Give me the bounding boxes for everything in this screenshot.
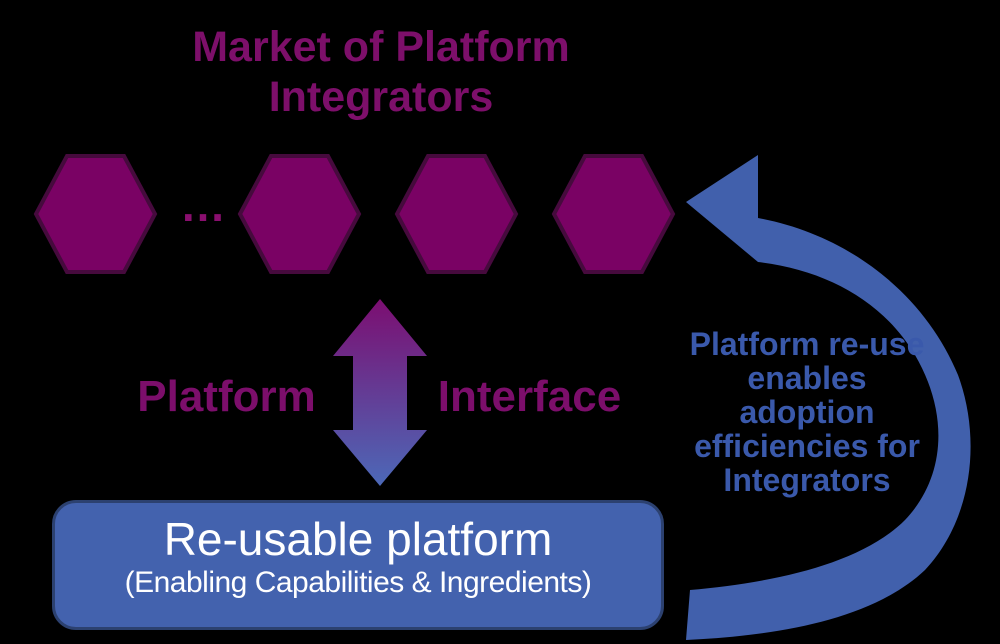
- integrator-hexagon-4: [551, 154, 676, 274]
- annotation-line: enables: [747, 360, 867, 396]
- integrator-hexagon-2: [237, 154, 362, 274]
- annotation-text: Platform re-use enables adoption efficie…: [657, 327, 957, 497]
- reusable-platform-box: Re-usable platform (Enabling Capabilitie…: [52, 500, 664, 630]
- page-title-line1: Market of Platform: [192, 23, 570, 71]
- annotation-line: Integrators: [723, 462, 891, 498]
- platform-label: Platform: [137, 372, 316, 421]
- interface-label: Interface: [437, 372, 622, 421]
- integrator-hexagon-1: [33, 154, 158, 274]
- platform-box-title: Re-usable platform: [163, 513, 553, 565]
- page-title-line2: Integrators: [268, 73, 494, 121]
- page-title: Market of Platform Integrators: [81, 22, 681, 122]
- ellipsis-dots: …: [180, 179, 228, 231]
- double-arrow-icon: [333, 299, 427, 486]
- annotation-line: Platform re-use: [689, 326, 925, 362]
- platform-box-subtitle: (Enabling Capabilities & Ingredients): [124, 566, 592, 599]
- annotation-line: efficiencies for: [694, 428, 920, 464]
- integrator-hexagon-3: [394, 154, 519, 274]
- annotation-line: adoption: [739, 394, 875, 430]
